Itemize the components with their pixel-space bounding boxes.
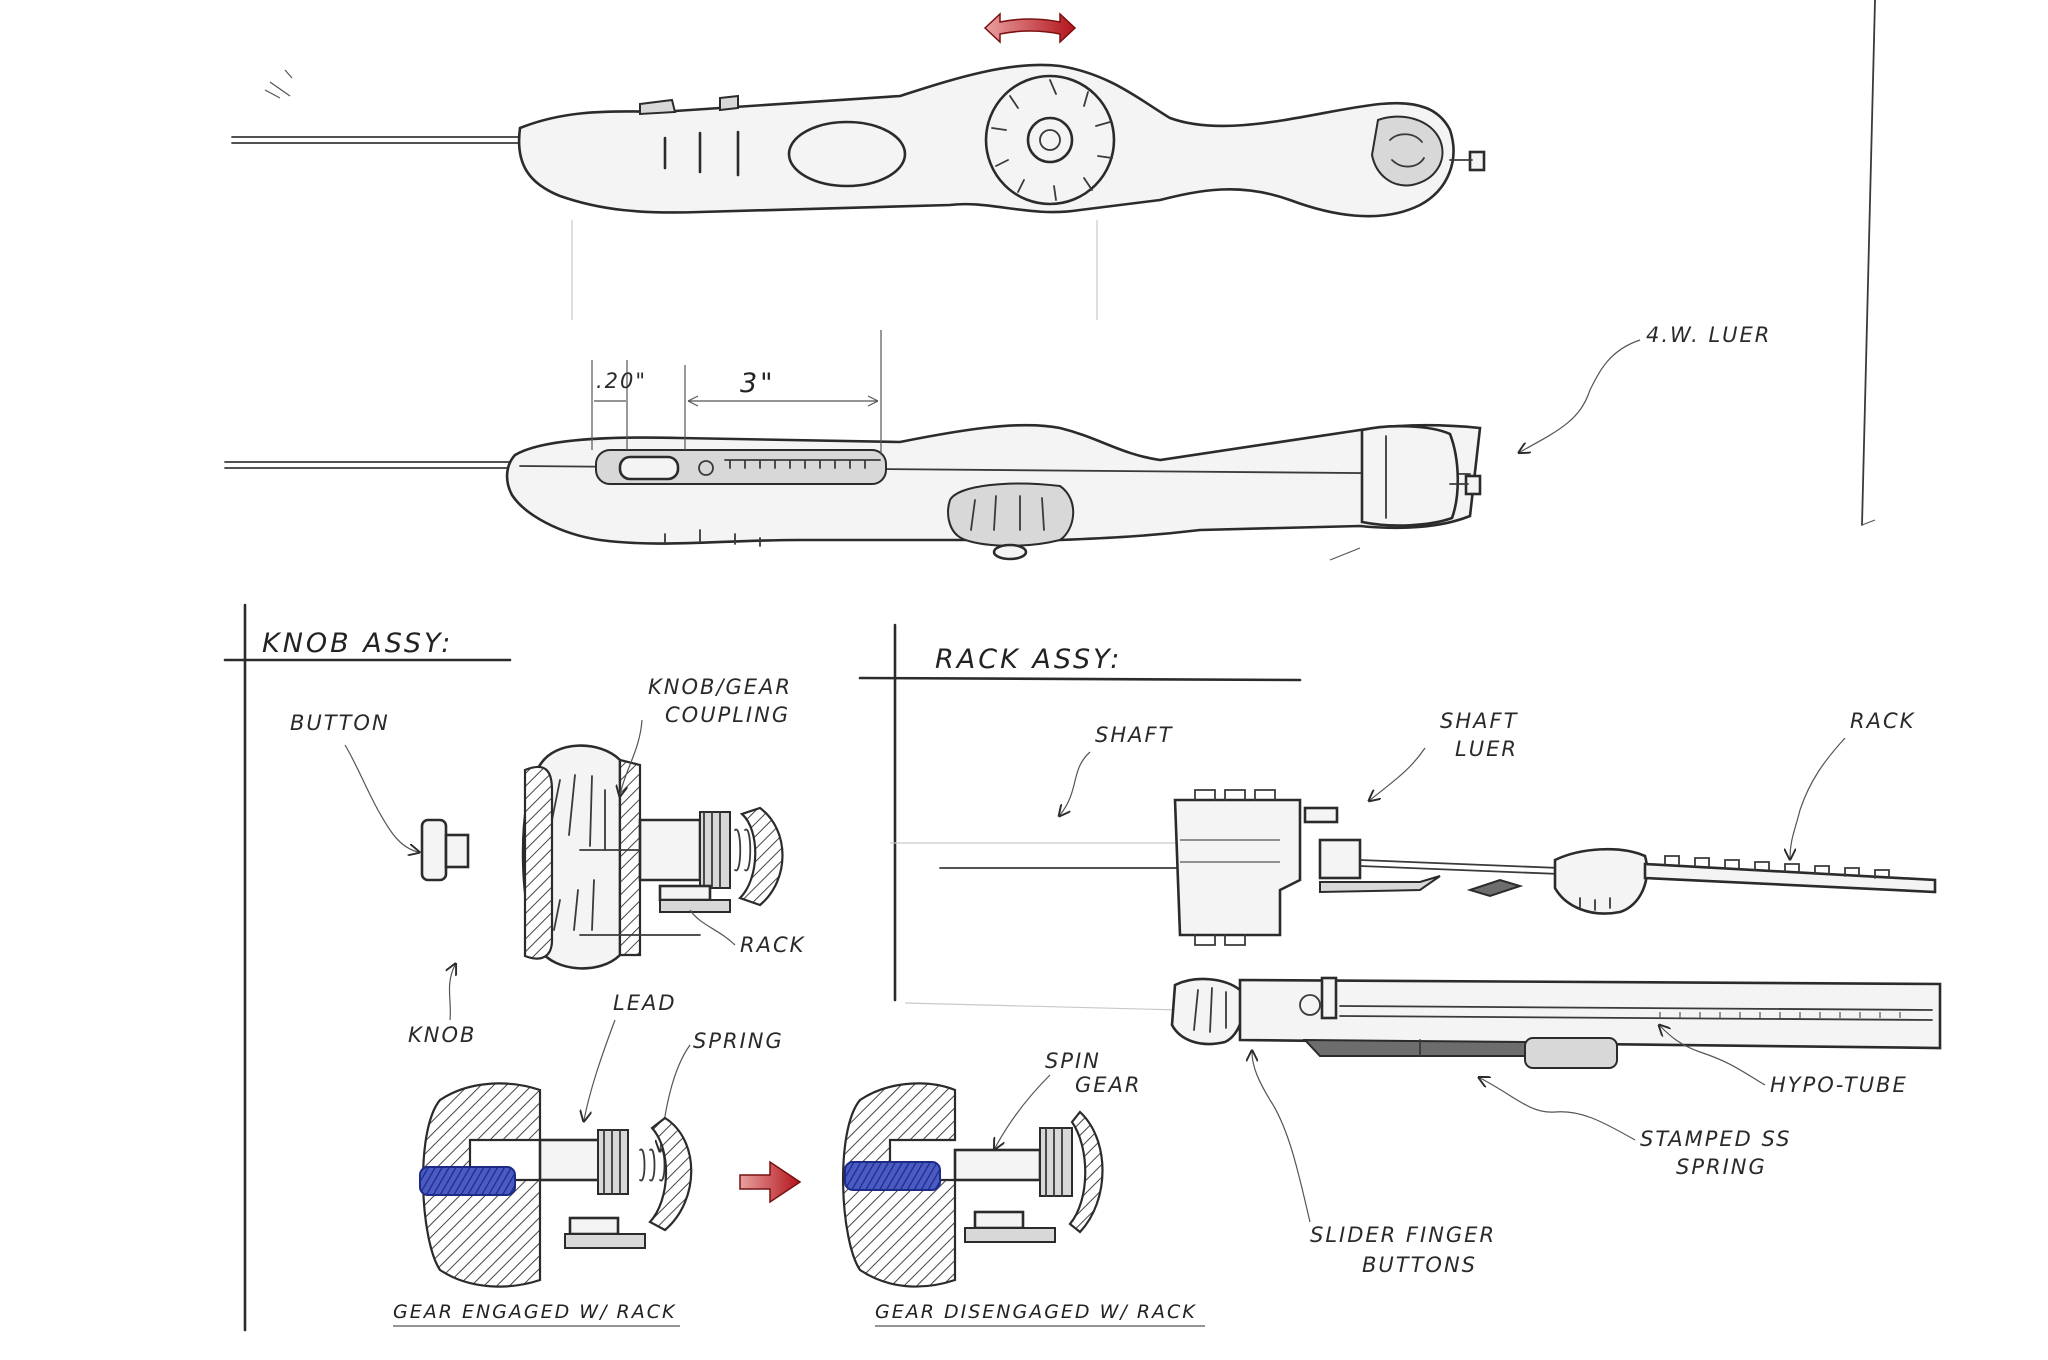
gear-disengaged-drawing xyxy=(842,1082,1104,1288)
knob-label: KNOB xyxy=(408,1023,476,1047)
rack-label-knob: RACK xyxy=(740,933,806,957)
coupling-leader xyxy=(620,719,643,795)
rack-teeth-mid xyxy=(724,459,881,469)
luer-tip-mid xyxy=(1464,474,1482,496)
device-side-view xyxy=(231,12,1486,320)
engage-arrow xyxy=(739,1160,802,1204)
rack-leader-knob xyxy=(689,909,736,946)
shaft-label: SHAFT xyxy=(1095,723,1174,747)
grip-oval xyxy=(787,120,907,188)
button-label: BUTTON xyxy=(290,711,390,735)
slider-finger-buttons-label-1: SLIDER FINGER xyxy=(1310,1223,1496,1247)
stamped-ss-spring-label-1: STAMPED SS xyxy=(1640,1127,1791,1151)
knob-assembly-drawing xyxy=(420,744,784,970)
slider-finger-buttons-label-2: BUTTONS xyxy=(1362,1253,1477,1277)
stamped-ss-spring-label-2: SPRING xyxy=(1676,1155,1767,1179)
slider-buttons-leader xyxy=(1252,1052,1311,1223)
rack-assembly-drawing-2 xyxy=(904,976,1942,1069)
knob-gear-coupling-label-2: COUPLING xyxy=(665,703,790,727)
shaft-luer-label-1: SHAFT xyxy=(1440,709,1519,733)
knob-gear-coupling-label-1: KNOB/GEAR xyxy=(648,675,792,699)
spin-gear-leader xyxy=(995,1074,1051,1148)
knob-wheel-teeth xyxy=(991,79,1113,201)
stamped-spring-leader xyxy=(1480,1078,1636,1141)
slider-finger-button-mid xyxy=(618,455,680,481)
rack-label: RACK xyxy=(1850,709,1916,733)
spring-label: SPRING xyxy=(693,1029,784,1053)
button-leader xyxy=(344,744,418,852)
lead-screw-disengaged xyxy=(844,1161,941,1191)
device-top-view xyxy=(224,423,1482,561)
shaft-luer-leader xyxy=(1370,747,1426,800)
rotation-arrow xyxy=(983,12,1077,44)
dimension-3-label: 3" xyxy=(740,368,776,399)
dimension-20-label: .20" xyxy=(596,369,647,393)
hypo-tube-label: HYPO-TUBE xyxy=(1770,1073,1908,1097)
rear-luer-cap-top xyxy=(1370,115,1444,187)
luer-label: 4.W. LUER xyxy=(1646,323,1771,347)
lead-screw-engaged xyxy=(419,1166,516,1196)
lead-leader xyxy=(584,1019,616,1120)
gear-engaged-drawing xyxy=(419,1082,693,1288)
luer-tip-top xyxy=(1468,150,1486,172)
rack-assy-title: RACK ASSY: xyxy=(935,644,1122,675)
top-button xyxy=(639,98,677,116)
knob-assy-section: KNOB ASSY: BUTTON KNOB/GEAR COUPLING RAC… xyxy=(223,603,1205,1332)
knob-assy-title: KNOB ASSY: xyxy=(262,628,453,659)
rack-leader xyxy=(1790,737,1846,858)
caption-gear-disengaged: GEAR DISENGAGED W/ RACK xyxy=(875,1301,1197,1323)
shaft-luer-label-2: LUER xyxy=(1455,737,1518,761)
hypo-tube-leader xyxy=(1660,1026,1766,1086)
dimensions: .20" 3" xyxy=(591,330,882,455)
caption-gear-engaged: GEAR ENGAGED W/ RACK xyxy=(393,1301,676,1323)
rear-luer-cap-mid xyxy=(1360,424,1460,527)
spin-gear-label-1: SPIN xyxy=(1045,1049,1101,1073)
sheet-border-bottom xyxy=(1861,519,1876,526)
rack-assembly-drawing-1 xyxy=(890,789,1937,946)
luer-leader xyxy=(1520,339,1641,452)
stray-marks xyxy=(264,69,293,99)
spin-gear-label-2: GEAR xyxy=(1075,1073,1142,1097)
knob-wheel-mid xyxy=(947,482,1075,547)
shaft-leader xyxy=(1060,751,1091,815)
lead-label: LEAD xyxy=(613,991,677,1015)
knob-leader xyxy=(449,965,455,1021)
rack-assy-section: RACK ASSY: SHAFT SHAFT LUER RACK xyxy=(858,623,1942,1277)
sheet-border-line xyxy=(1861,0,1876,526)
